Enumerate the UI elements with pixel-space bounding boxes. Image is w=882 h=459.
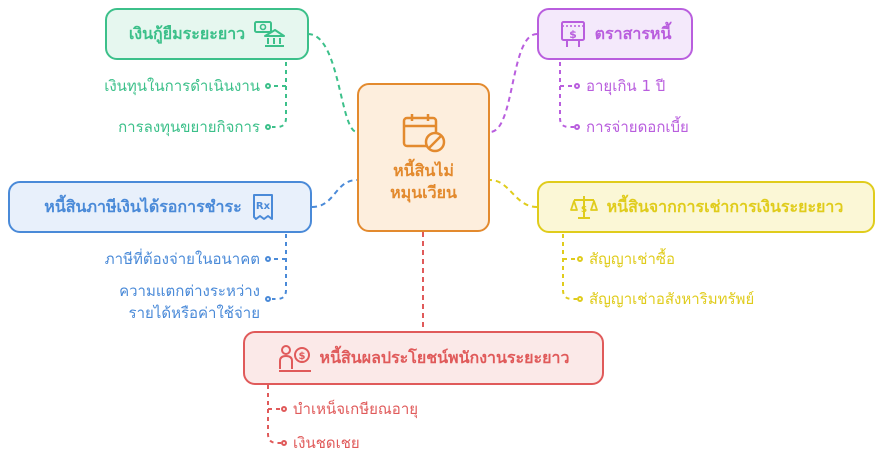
topic-employee-benefits[interactable]: $ หนี้สินผลประโยชน์พนักงานระยะยาว [243,331,604,385]
leaf-dot [265,124,271,130]
leaf-severance: เงินชดเชย [293,434,360,452]
leaf-dot [574,124,580,130]
leaf-hire-purchase: สัญญาเช่าซื้อ [589,250,676,268]
link-leases [489,179,538,208]
link-bonds [489,33,538,133]
leaf-retirement-gratuity: บำเหน็จเกษียณอายุ [293,400,419,418]
svg-text:$: $ [580,205,586,215]
topic-label: เงินกู้ยืมระยะยาว [128,23,246,43]
svg-text:Rx: Rx [256,201,271,212]
leaf-dot [281,406,287,412]
leaf-interest-payment: การจ่ายดอกเบี้ย [586,118,689,136]
link-tax [311,179,358,208]
leaf-dot [265,296,271,302]
leaf-dot [265,83,271,89]
leaf-over-one-year: อายุเกิน 1 ปี [586,77,666,95]
leaf-dot [574,83,580,89]
leaf-dot [281,440,287,446]
topic-label: หนี้สินผลประโยชน์พนักงานระยะยาว [319,347,570,367]
topic-label: หนี้สินจากการเช่าการเงินระยะยาว [606,196,844,216]
leaf-dot [265,256,271,262]
leaf-expansion-investment: การลงทุนขยายกิจการ [118,118,260,136]
link-loans [307,33,358,133]
center-label-line1: หนี้สินไม่ [393,160,454,180]
topic-leases[interactable]: $ หนี้สินจากการเช่าการเงินระยะยาว [537,181,875,233]
topic-deferred-tax[interactable]: หนี้สินภาษีเงินได้รอการชำระ Rx [8,181,312,233]
leaf-difference-line2: รายได้หรือค่าใช้จ่าย [128,304,260,322]
leaf-difference-line1: ความแตกต่างระหว่าง [119,282,260,300]
person-dollar-icon: $ [278,343,312,373]
calendar-cancel-icon [401,112,447,154]
svg-text:$: $ [569,28,577,41]
leaf-future-tax: ภาษีที่ต้องจ่ายในอนาคต [104,250,260,268]
scale-dollar-icon: $ [569,192,599,222]
leaf-dot [577,256,583,262]
tax-receipt-icon: Rx [250,192,276,222]
topic-long-term-loans[interactable]: เงินกู้ยืมระยะยาว [105,8,309,60]
svg-text:$: $ [298,351,305,362]
leaf-dot [577,296,583,302]
center-label-line2: หมุนเวียน [390,182,457,202]
topic-bonds[interactable]: $ ตราสารหนี้ [537,8,693,60]
leaf-working-capital: เงินทุนในการดำเนินงาน [104,77,260,95]
leaf-property-lease: สัญญาเช่าอสังหาริมทรัพย์ [589,290,755,308]
topic-label: ตราสารหนี้ [594,23,672,43]
topic-label: หนี้สินภาษีเงินได้รอการชำระ [44,196,242,216]
certificate-dollar-icon: $ [559,19,587,49]
bank-money-icon [253,19,286,49]
center-node: หนี้สินไม่ หมุนเวียน [357,83,490,232]
